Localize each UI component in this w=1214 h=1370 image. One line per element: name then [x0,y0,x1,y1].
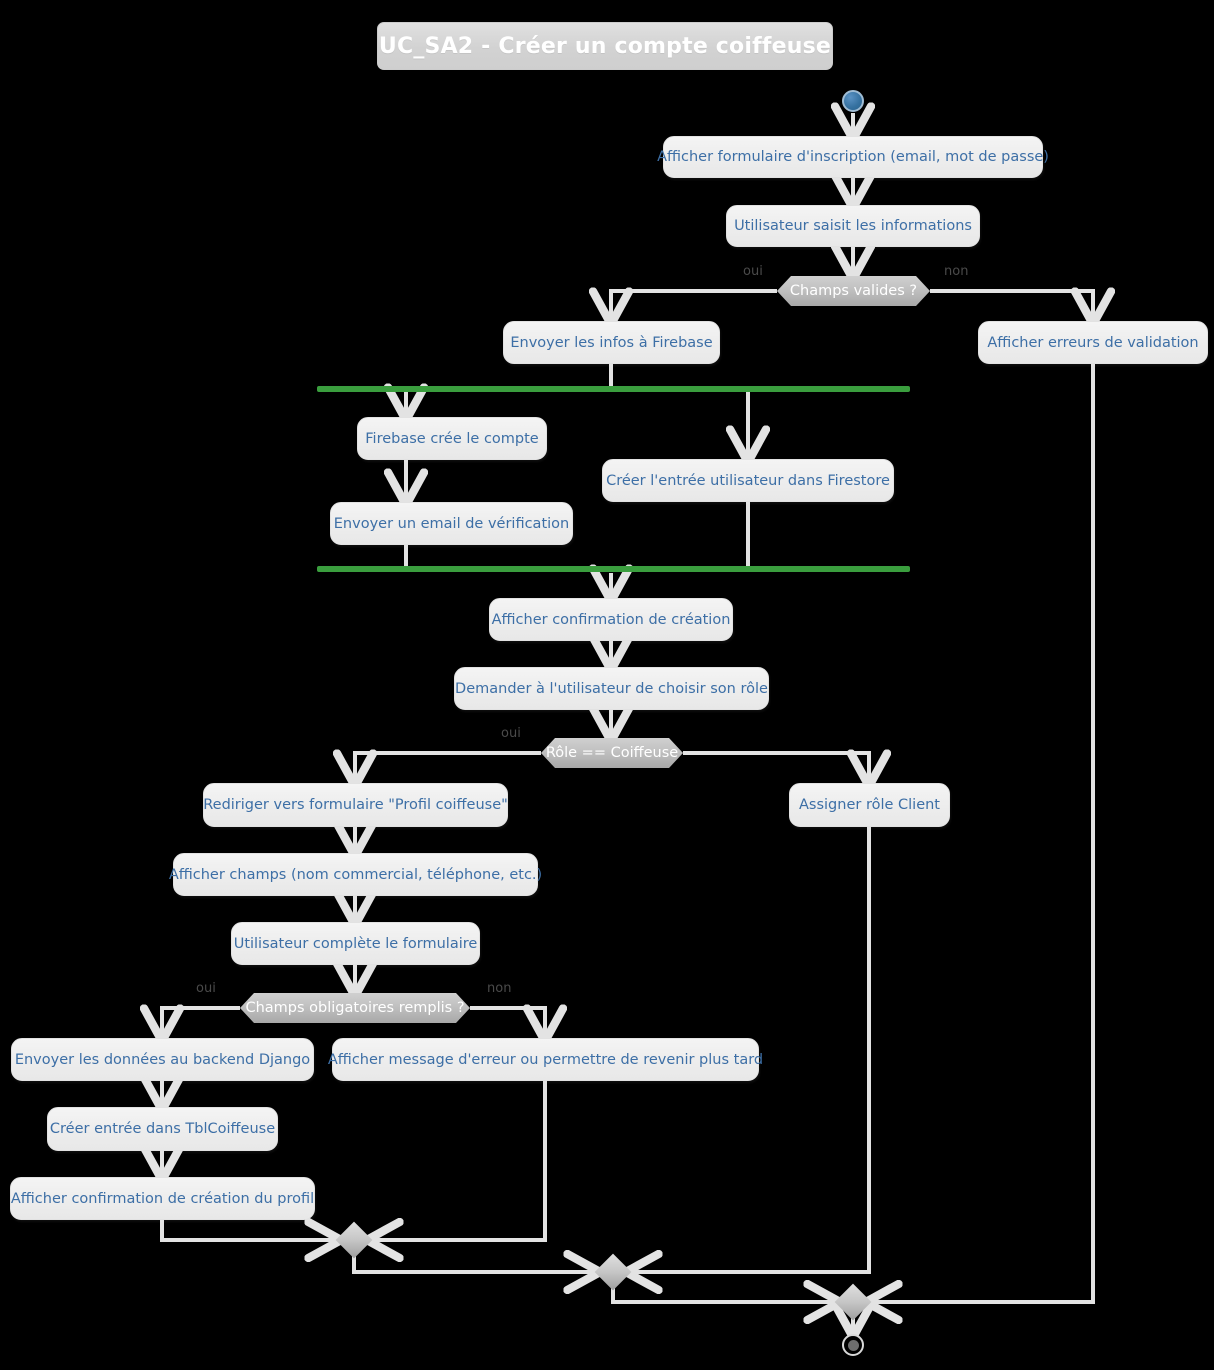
activity-afficher-message-erreur[interactable]: Afficher message d'erreur ou permettre d… [328,1038,763,1081]
merge-node-3 [834,1283,872,1321]
activity-rediriger-profil-coiffeuse[interactable]: Rediriger vers formulaire "Profil coiffe… [203,783,508,827]
start-node [842,90,864,112]
activity-utilisateur-complete-formulaire[interactable]: Utilisateur complète le formulaire [231,922,480,965]
activity-afficher-confirmation-creation[interactable]: Afficher confirmation de création [489,598,733,641]
end-node [842,1334,864,1356]
end-node-inner [847,1339,859,1351]
join-bar [317,566,910,572]
activity-assigner-role-client[interactable]: Assigner rôle Client [789,783,950,827]
guard-champs-valides-oui: oui [743,264,763,279]
activity-utilisateur-saisit-informations[interactable]: Utilisateur saisit les informations [726,205,980,247]
page-title: UC_SA2 - Créer un compte coiffeuse [377,22,833,70]
fork-bar [317,386,910,392]
activity-firebase-cree-compte[interactable]: Firebase crée le compte [357,417,547,460]
decision-champs-valides[interactable]: Champs valides ? [777,276,930,306]
decision-role-coiffeuse[interactable]: Rôle == Coiffeuse [541,738,683,768]
activity-demander-choisir-role[interactable]: Demander à l'utilisateur de choisir son … [454,667,769,710]
decision-champs-obligatoires-remplis[interactable]: Champs obligatoires remplis ? [240,993,470,1023]
activity-envoyer-infos-firebase[interactable]: Envoyer les infos à Firebase [503,321,720,364]
merge-node-1 [335,1221,373,1259]
activity-afficher-confirmation-profil[interactable]: Afficher confirmation de création du pro… [10,1177,315,1220]
guard-role-coiffeuse-oui: oui [501,726,521,741]
activity-envoyer-donnees-backend-django[interactable]: Envoyer les données au backend Django [11,1038,314,1081]
guard-champs-valides-non: non [944,264,969,279]
activity-afficher-champs-profil[interactable]: Afficher champs (nom commercial, télépho… [169,853,542,896]
activity-afficher-formulaire-inscription[interactable]: Afficher formulaire d'inscription (email… [657,136,1049,178]
activity-envoyer-email-verification[interactable]: Envoyer un email de vérification [330,502,573,545]
activity-creer-entree-tblcoiffeuse[interactable]: Créer entrée dans TblCoiffeuse [47,1107,278,1151]
guard-champs-obligatoires-non: non [487,981,512,996]
merge-node-2 [594,1253,632,1291]
activity-creer-entree-firestore[interactable]: Créer l'entrée utilisateur dans Firestor… [602,459,894,502]
activity-afficher-erreurs-validation[interactable]: Afficher erreurs de validation [978,321,1208,364]
guard-champs-obligatoires-oui: oui [196,981,216,996]
